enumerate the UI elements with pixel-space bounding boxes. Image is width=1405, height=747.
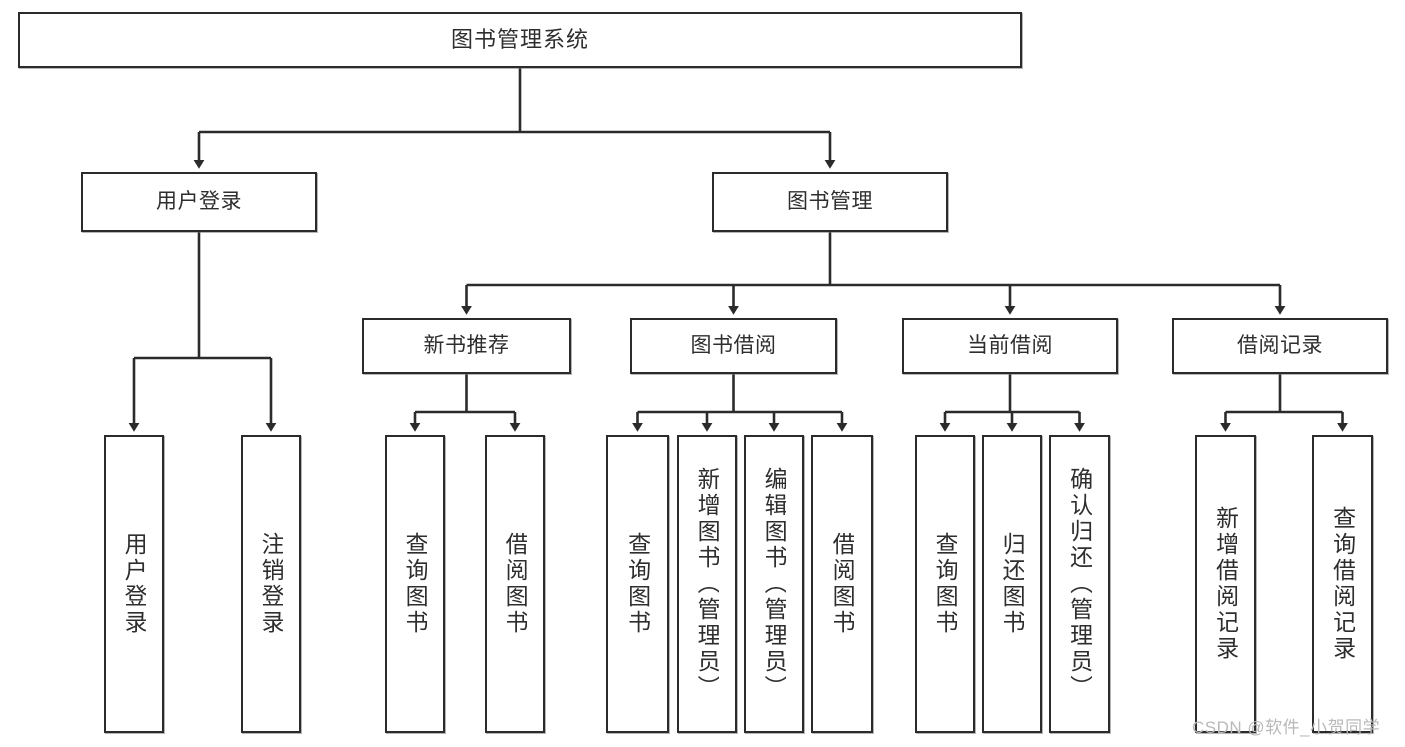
node-label: 图书借阅 <box>690 333 777 357</box>
node-label: 查询图书 <box>402 532 428 636</box>
node-borrow-record[interactable]: 借阅记录 <box>1172 318 1388 374</box>
node-current-borrow[interactable]: 当前借阅 <box>902 318 1118 374</box>
node-label: 新增图书（管理员） <box>694 467 720 701</box>
node-label: 注销登录 <box>258 532 284 636</box>
node-label: 查询图书 <box>932 532 958 636</box>
node-leaf-user-logout[interactable]: 注销登录 <box>241 435 301 733</box>
node-label: 用户登录 <box>156 189 242 213</box>
node-label: 图书管理 <box>787 189 873 213</box>
node-leaf-record-query[interactable]: 查询借阅记录 <box>1312 435 1373 733</box>
node-book-manage[interactable]: 图书管理 <box>712 172 948 232</box>
node-label: 图书管理系统 <box>450 27 589 53</box>
node-label: 借阅记录 <box>1237 333 1323 357</box>
node-leaf-borrow-add[interactable]: 新增图书（管理员） <box>677 435 737 733</box>
node-label: 用户登录 <box>121 532 147 636</box>
node-user-login[interactable]: 用户登录 <box>81 172 317 232</box>
node-label: 新书推荐 <box>423 333 510 357</box>
node-new-book-recommend[interactable]: 新书推荐 <box>362 318 571 374</box>
node-leaf-recommend-query[interactable]: 查询图书 <box>385 435 445 733</box>
node-leaf-recommend-borrow[interactable]: 借阅图书 <box>485 435 545 733</box>
node-label: 编辑图书（管理员） <box>761 467 787 701</box>
node-leaf-current-query[interactable]: 查询图书 <box>915 435 975 733</box>
node-leaf-borrow-do[interactable]: 借阅图书 <box>811 435 873 733</box>
node-label: 查询借阅记录 <box>1330 506 1355 662</box>
node-leaf-record-add[interactable]: 新增借阅记录 <box>1195 435 1256 733</box>
node-label: 归还图书 <box>999 532 1025 636</box>
node-label: 确认归还（管理员） <box>1067 467 1092 701</box>
node-root[interactable]: 图书管理系统 <box>18 12 1022 68</box>
node-label: 借阅图书 <box>829 532 855 636</box>
node-leaf-current-return[interactable]: 归还图书 <box>982 435 1042 733</box>
node-leaf-borrow-query[interactable]: 查询图书 <box>606 435 669 733</box>
node-label: 当前借阅 <box>967 333 1053 357</box>
node-leaf-current-confirm[interactable]: 确认归还（管理员） <box>1049 435 1110 733</box>
node-leaf-borrow-edit[interactable]: 编辑图书（管理员） <box>744 435 804 733</box>
node-label: 借阅图书 <box>502 532 528 636</box>
node-leaf-user-login[interactable]: 用户登录 <box>104 435 164 733</box>
node-label: 新增借阅记录 <box>1213 506 1238 662</box>
node-label: 查询图书 <box>625 532 650 636</box>
node-book-borrow[interactable]: 图书借阅 <box>630 318 837 374</box>
